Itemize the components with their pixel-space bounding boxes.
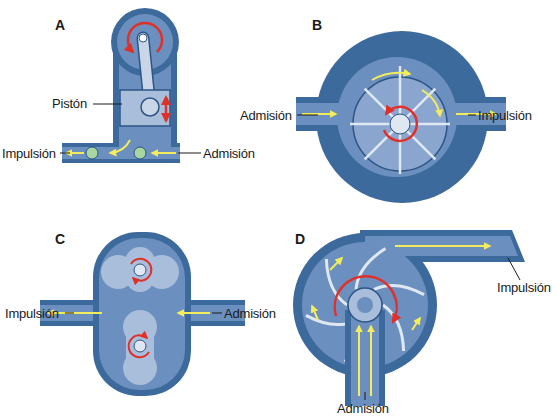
flow-arrow [370, 326, 372, 396]
vane [383, 305, 404, 351]
flow-arrow [412, 318, 420, 330]
flow-arrow [152, 152, 176, 154]
lobe [126, 327, 154, 368]
flow-arrow [110, 140, 130, 153]
rotation-arrow [335, 276, 397, 322]
outlet-bore [365, 236, 518, 256]
part-label: Pistón [52, 96, 87, 111]
hub-eye [357, 297, 373, 313]
casing [337, 57, 457, 177]
rotation-arrow [131, 259, 151, 281]
hub [390, 114, 410, 134]
casing [99, 238, 185, 390]
leader-line [178, 153, 201, 154]
leader-line [212, 313, 222, 314]
lower-lobe [123, 310, 157, 385]
port-label: Admisión [240, 108, 292, 123]
leader-line [508, 258, 520, 280]
valve [86, 147, 98, 159]
upper-lobe [101, 247, 179, 292]
vanes [350, 66, 450, 174]
port-label: Admisión [203, 146, 255, 161]
flow-arrow [358, 326, 360, 396]
centrifugal-pump [293, 230, 525, 406]
crank-pin [139, 34, 147, 42]
stroke-arrow [165, 97, 168, 121]
shaft [134, 264, 146, 276]
impeller-hub [348, 288, 382, 322]
vane-pump [296, 31, 506, 203]
port-label: Impulsión [478, 108, 532, 123]
vane [350, 123, 390, 126]
rotation-arrow [129, 335, 149, 357]
flow-arrow [312, 306, 318, 320]
flow-arrow [395, 245, 490, 247]
leader-line [297, 115, 318, 116]
leader-line [65, 313, 74, 314]
rotation-arrow [128, 23, 162, 52]
leader-line [93, 104, 122, 105]
vane [374, 285, 424, 294]
panel-letter: C [55, 232, 65, 247]
pipe-bore [296, 103, 348, 125]
flow-arrow [372, 73, 410, 80]
port-label: Impulsión [5, 306, 59, 321]
shaft [134, 340, 146, 352]
leader-line [365, 392, 366, 400]
rotation-arrow [384, 107, 417, 141]
wrist-pin [141, 98, 159, 116]
vane [356, 249, 386, 290]
panel-letter: A [55, 18, 65, 33]
piston [120, 90, 170, 126]
flow-arrow [178, 312, 210, 314]
lobe-pump [40, 232, 245, 396]
piston-pump [60, 8, 201, 163]
flow-arrow [422, 90, 440, 116]
leader-line [60, 153, 70, 154]
leader-line [468, 115, 476, 116]
panel-letter: B [312, 18, 322, 33]
port-label: Admisión [224, 306, 276, 321]
flow-arrow [330, 258, 342, 270]
port-label: Impulsión [497, 280, 551, 295]
port-label: Admisión [337, 401, 389, 416]
valve [134, 147, 146, 159]
port-label: Impulsión [2, 146, 56, 161]
panel-letter: D [295, 232, 305, 247]
pump-body [93, 232, 191, 396]
